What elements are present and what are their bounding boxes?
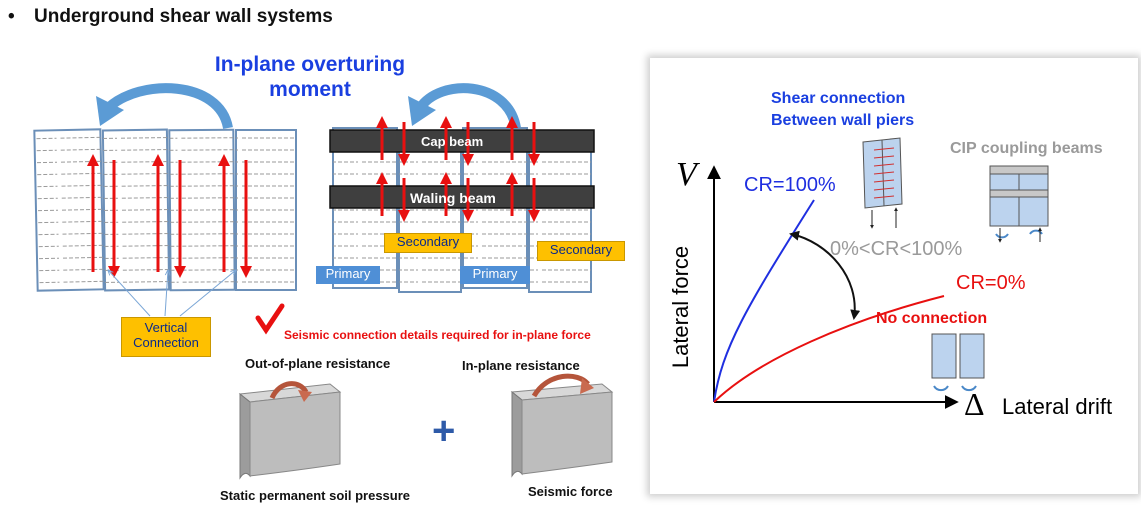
shear-connection-title: Shear connection Between wall piers	[771, 88, 915, 132]
cap-beam-label: Cap beam	[421, 134, 484, 149]
middle-wall-panels	[329, 116, 595, 293]
overturning-arrow-left	[96, 83, 233, 130]
cr0-curve	[713, 295, 945, 403]
y-axis-symbol: V	[676, 156, 697, 193]
cr-mid-label: 0%<CR<100%	[830, 238, 963, 260]
shear-connection-line1: Shear connection	[771, 90, 906, 107]
plus-sign: +	[432, 409, 455, 453]
x-axis-label: Lateral drift	[1002, 394, 1113, 419]
in-plane-wall	[510, 373, 614, 478]
force-drift-panel: Shear connection Between wall piers CIP …	[650, 58, 1138, 494]
in-plane-label: In-plane resistance	[462, 358, 580, 373]
secondary-label-1: Secondary	[384, 233, 472, 253]
seismic-force-label: Seismic force	[528, 484, 613, 499]
heading-text: Underground shear wall systems	[34, 6, 333, 27]
bullet: •	[8, 6, 15, 27]
cr100-curve	[713, 199, 815, 403]
x-axis-symbol: Δ	[964, 386, 985, 422]
out-of-plane-wall	[238, 381, 342, 480]
left-wall-panels	[33, 128, 297, 317]
cip-coupling-icon	[989, 165, 1049, 243]
cr0-label: CR=0%	[956, 272, 1026, 294]
primary-label-2: Primary	[460, 266, 530, 284]
check-icon	[255, 303, 285, 335]
waling-beam-label: Waling beam	[410, 190, 496, 206]
cr100-label: CR=100%	[744, 174, 836, 196]
secondary-label-2: Secondary	[537, 241, 625, 261]
out-of-plane-label: Out-of-plane resistance	[245, 356, 391, 371]
overturning-arrow-right	[408, 83, 521, 130]
force-drift-graph	[707, 137, 1049, 409]
seismic-note: Seismic connection details required for …	[284, 328, 591, 342]
static-soil-label: Static permanent soil pressure	[220, 488, 411, 503]
vertical-connection-label: Vertical Connection	[121, 317, 211, 357]
section-heading: • Underground shear wall systems	[8, 6, 333, 28]
y-axis-label: Lateral force	[668, 245, 693, 369]
shear-connection-icon	[862, 137, 903, 229]
no-connection-label: No connection	[876, 310, 988, 327]
shear-connection-line2: Between wall piers	[771, 112, 915, 129]
primary-label-1: Primary	[316, 266, 380, 284]
wall-diagrams: +	[33, 83, 614, 480]
no-connection-icon	[931, 333, 985, 392]
cr-range-arrow	[789, 230, 861, 320]
cip-coupling-label: CIP coupling beams	[950, 140, 1103, 157]
overturning-moment-title: In-plane overturing moment	[214, 53, 406, 101]
